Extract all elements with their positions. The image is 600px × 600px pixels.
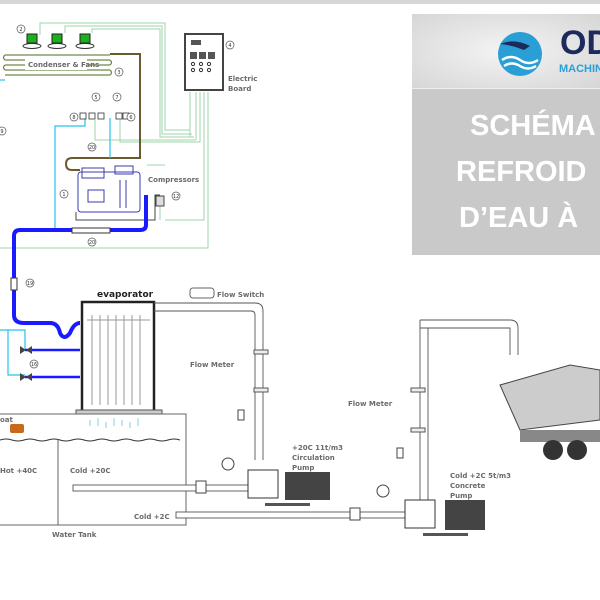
electric-board-label: Board bbox=[228, 85, 251, 93]
suction-line bbox=[12, 195, 148, 339]
pressure-switches bbox=[79, 112, 130, 120]
discharge-line bbox=[64, 53, 141, 171]
concrete-pump-label: Cold +2C 5t/m3 bbox=[450, 472, 511, 480]
flow-switch-icon bbox=[189, 287, 215, 299]
callout-number: 9 bbox=[0, 129, 3, 135]
pressure-gauge-icon bbox=[221, 457, 390, 498]
filter-drier bbox=[71, 227, 111, 234]
compressors-label: Compressors bbox=[148, 176, 199, 184]
callout-number: 8 bbox=[72, 115, 75, 121]
water-pipes bbox=[72, 302, 519, 519]
hot-label: Hot +40C bbox=[0, 467, 37, 475]
water-tank-label: Water Tank bbox=[52, 531, 97, 539]
brand-name: OD bbox=[560, 24, 600, 62]
water-tank bbox=[0, 413, 187, 526]
logo-area: OD MACHIN bbox=[412, 14, 600, 89]
title-line: SCHÉMA bbox=[470, 110, 596, 142]
sight-glass bbox=[10, 277, 18, 291]
callout-number: 20 bbox=[89, 240, 95, 246]
flow-meter-icon bbox=[253, 349, 426, 433]
evaporator bbox=[75, 300, 163, 415]
control-wiring bbox=[0, 22, 209, 249]
concrete-mixer-truck bbox=[499, 364, 600, 460]
title-panel: OD MACHIN SCHÉMA REFROID D’EAU À bbox=[412, 14, 600, 255]
oil-sensor bbox=[155, 195, 165, 207]
brand-subtext: MACHIN bbox=[559, 63, 600, 75]
concrete-pump bbox=[404, 499, 485, 536]
callout-number: 1 bbox=[62, 192, 65, 198]
callout-number: 12 bbox=[173, 194, 179, 200]
concrete-pump-label: Pump bbox=[450, 492, 472, 500]
callout-number: 19 bbox=[27, 281, 33, 287]
fan-icon bbox=[75, 33, 95, 49]
title-line: D’EAU À bbox=[459, 202, 579, 234]
fan-icons bbox=[22, 33, 95, 49]
electric-board-label: Electric bbox=[228, 75, 257, 83]
liquid-line bbox=[0, 79, 111, 376]
flow-switch-label: Flow Switch bbox=[217, 291, 264, 299]
valve-icon bbox=[195, 409, 404, 521]
top-border bbox=[0, 0, 600, 4]
condenser-label-bg bbox=[25, 59, 87, 70]
callout-number: 3 bbox=[117, 70, 120, 76]
flow-meter-label: Flow Meter bbox=[348, 400, 393, 408]
cold20-label: Cold +20C bbox=[70, 467, 111, 475]
compressor bbox=[77, 165, 141, 213]
concrete-pump-label: Concrete bbox=[450, 482, 486, 490]
callout-number: 16 bbox=[31, 362, 37, 368]
flow-meter-label: Flow Meter bbox=[190, 361, 235, 369]
callout-number: 5 bbox=[94, 95, 97, 101]
float-label: oat bbox=[0, 416, 14, 424]
callout-number: 6 bbox=[129, 115, 132, 121]
float-icon bbox=[10, 424, 24, 433]
fan-icon bbox=[47, 33, 67, 49]
suction-line bbox=[25, 348, 80, 379]
title-line: REFROID bbox=[456, 156, 587, 188]
evaporator-label: evaporator bbox=[97, 290, 154, 300]
callout-number: 20 bbox=[89, 145, 95, 151]
expansion-valve-icon bbox=[20, 346, 32, 381]
callout-number: 7 bbox=[115, 95, 118, 101]
circulation-pump bbox=[247, 469, 330, 506]
brand-logo-icon bbox=[498, 32, 542, 76]
circulation-pump-label: Pump bbox=[292, 464, 314, 472]
electric-board bbox=[184, 33, 224, 91]
cold2-label: Cold +2C bbox=[134, 513, 170, 521]
circulation-pump-label: +20C 11t/m3 bbox=[292, 444, 343, 452]
fan-icon bbox=[22, 33, 42, 49]
callout-number: 4 bbox=[228, 43, 231, 49]
condenser-label: Condenser & Fans bbox=[28, 61, 99, 69]
callout-number: 2 bbox=[19, 27, 22, 33]
circulation-pump-label: Circulation bbox=[292, 454, 335, 462]
callout-numbers bbox=[0, 24, 235, 369]
